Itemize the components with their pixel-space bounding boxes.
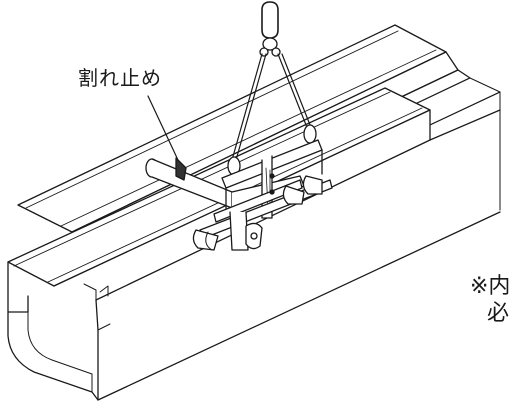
callout-label: 割れ止め bbox=[78, 66, 162, 90]
callout-leader bbox=[147, 95, 179, 161]
note-line-2: 必 bbox=[487, 301, 510, 326]
note-line-1: ※内 bbox=[470, 274, 511, 299]
lifting-clamp bbox=[192, 1, 333, 251]
